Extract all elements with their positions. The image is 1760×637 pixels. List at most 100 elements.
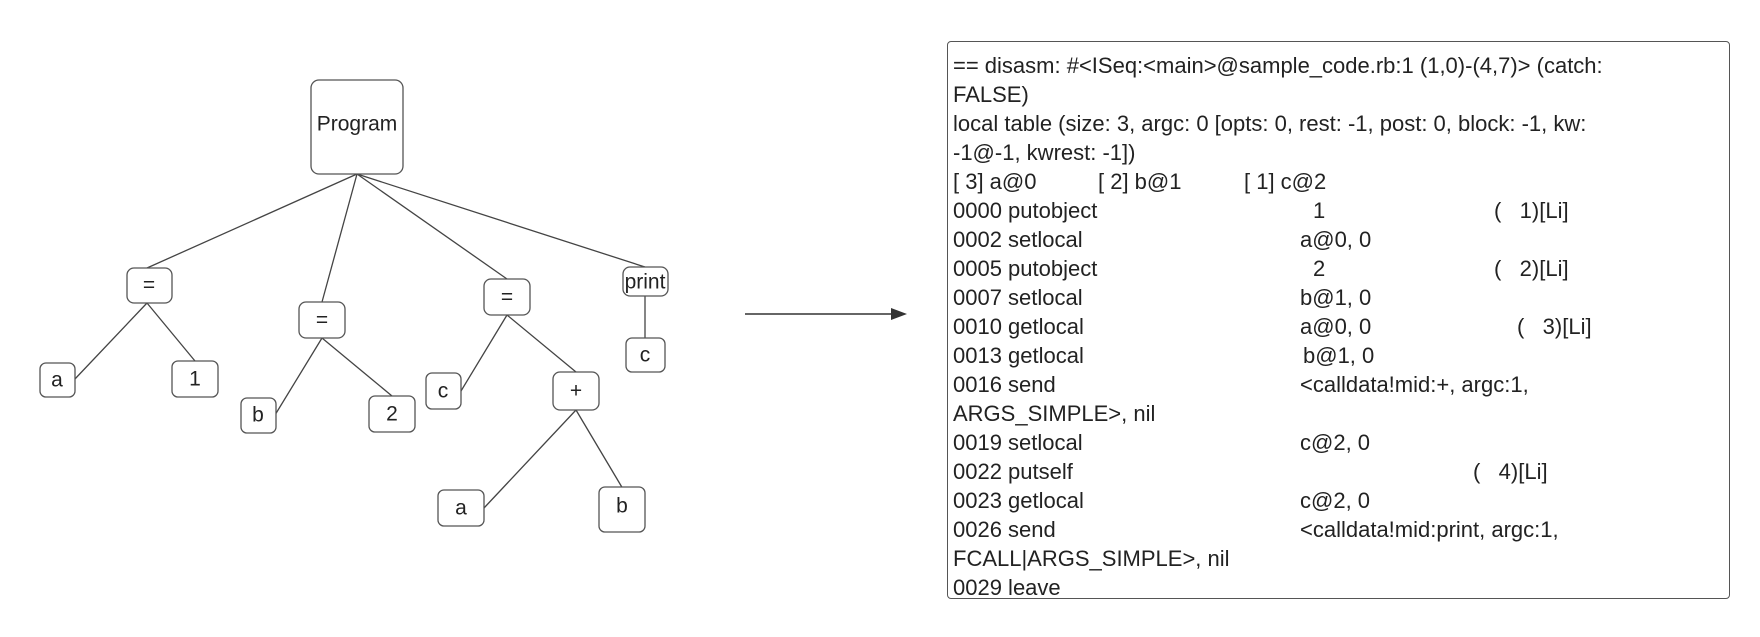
label-assign1: = xyxy=(143,274,155,297)
label-a1: a xyxy=(51,369,63,392)
instruction-arg: <calldata!mid:print, argc:1, xyxy=(1300,517,1559,542)
instruction-arg: a@0, 0 xyxy=(1300,314,1372,339)
disasm-line: FCALL|ARGS_SIMPLE>, nil xyxy=(953,544,1729,573)
instruction-op: 0005 putobject xyxy=(953,256,1098,281)
instruction-op: 0023 getlocal xyxy=(953,488,1084,513)
disasm-line: [ 3] a@0 [ 2] b@1 [ 1] c@2 xyxy=(953,167,1729,196)
disasm-line: 0019 setlocal c@2, 0 xyxy=(953,428,1729,457)
tree-edges xyxy=(73,173,646,509)
instruction-line: ( 3)[Li] xyxy=(1517,314,1592,339)
edge-assign1-a xyxy=(73,302,148,381)
node-two xyxy=(368,395,416,433)
label-print: print xyxy=(625,271,666,294)
disasm-line: 0010 getlocal a@0, 0 ( 3)[Li] xyxy=(953,312,1729,341)
instruction-op: 0013 getlocal xyxy=(953,343,1084,368)
edge-program-print xyxy=(356,173,646,268)
label-c2: c xyxy=(640,344,651,367)
instruction-arg: 1 xyxy=(1313,198,1326,223)
instruction-arg: c@2, 0 xyxy=(1300,430,1371,455)
disasm-line: -1@-1, kwrest: -1]) xyxy=(953,138,1729,167)
label-c1: c xyxy=(438,380,449,403)
node-program xyxy=(310,79,404,175)
instruction-op: 0000 putobject xyxy=(953,198,1098,223)
node-b2 xyxy=(598,486,646,533)
node-a2 xyxy=(437,489,485,527)
node-print xyxy=(622,266,669,297)
node-c2 xyxy=(625,337,666,373)
disasm-text: == disasm: #<ISeq:<main>@sample_code.rb:… xyxy=(953,53,1603,78)
instruction-line: ( 2)[Li] xyxy=(1494,256,1569,281)
node-assign2 xyxy=(298,301,346,339)
tree-nodes xyxy=(39,79,669,533)
label-plus: + xyxy=(570,380,582,403)
instruction-arg: <calldata!mid:+, argc:1, xyxy=(1300,372,1529,397)
local-entry: [ 2] b@1 xyxy=(1098,169,1182,194)
disasm-line: 0029 leave xyxy=(953,573,1729,599)
label-assign3: = xyxy=(501,286,513,309)
instruction-op: 0022 putself xyxy=(953,459,1073,484)
disasm-text: local table (size: 3, argc: 0 [opts: 0, … xyxy=(953,111,1587,136)
disasm-line: 0022 putself ( 4)[Li] xyxy=(953,457,1729,486)
edge-assign2-2 xyxy=(321,337,393,397)
edge-program-assign1 xyxy=(146,173,358,269)
disasm-line: 0016 send <calldata!mid:+, argc:1, xyxy=(953,370,1729,399)
instruction-line: ( 1)[Li] xyxy=(1494,198,1569,223)
instruction-op: 0026 send xyxy=(953,517,1056,542)
disasm-line: FALSE) xyxy=(953,80,1729,109)
node-c1 xyxy=(425,372,462,410)
disasm-text: FALSE) xyxy=(953,82,1029,107)
disasm-line: 0023 getlocal c@2, 0 xyxy=(953,486,1729,515)
edge-program-assign2 xyxy=(321,173,358,303)
instruction-arg: a@0, 0 xyxy=(1300,227,1372,252)
instruction-line: ( 4)[Li] xyxy=(1473,459,1548,484)
instruction-arg: b@1, 0 xyxy=(1300,285,1372,310)
instruction-arg: b@1, 0 xyxy=(1303,343,1375,368)
local-entry: [ 1] c@2 xyxy=(1244,169,1327,194)
node-plus xyxy=(552,371,600,411)
disasm-line: == disasm: #<ISeq:<main>@sample_code.rb:… xyxy=(953,51,1729,80)
edge-assign3-c xyxy=(460,314,508,392)
disasm-line: 0005 putobject 2 ( 2)[Li] xyxy=(953,254,1729,283)
label-program: Program xyxy=(317,113,398,136)
disasm-line: ARGS_SIMPLE>, nil xyxy=(953,399,1729,428)
label-two: 2 xyxy=(386,403,398,426)
instruction-arg: c@2, 0 xyxy=(1300,488,1371,513)
instruction-op: 0007 setlocal xyxy=(953,285,1083,310)
label-one: 1 xyxy=(189,368,201,391)
instruction-op: 0019 setlocal xyxy=(953,430,1083,455)
label-a2: a xyxy=(455,497,467,520)
disasm-text: -1@-1, kwrest: -1]) xyxy=(953,140,1136,165)
arrow xyxy=(745,308,907,320)
disasm-line: local table (size: 3, argc: 0 [opts: 0, … xyxy=(953,109,1729,138)
instruction-op: 0002 setlocal xyxy=(953,227,1083,252)
edge-assign1-1 xyxy=(146,302,196,362)
disasm-line: 0013 getlocal b@1, 0 xyxy=(953,341,1729,370)
disasm-text: ARGS_SIMPLE>, nil xyxy=(953,401,1156,426)
disasm-line: 0000 putobject 1 ( 1)[Li] xyxy=(953,196,1729,225)
node-b1 xyxy=(240,397,277,434)
label-b1: b xyxy=(252,404,264,427)
edge-plus-a xyxy=(483,409,577,509)
instruction-op: 0016 send xyxy=(953,372,1056,397)
arrow-head xyxy=(891,308,907,320)
node-assign1 xyxy=(126,267,173,304)
edge-assign2-b xyxy=(274,337,323,416)
disasm-text: FCALL|ARGS_SIMPLE>, nil xyxy=(953,546,1230,571)
edge-program-assign3 xyxy=(356,173,508,280)
edge-plus-b xyxy=(575,409,624,490)
instruction-op: 0010 getlocal xyxy=(953,314,1084,339)
label-assign2: = xyxy=(316,309,328,332)
node-assign3 xyxy=(483,278,531,316)
disasm-output: == disasm: #<ISeq:<main>@sample_code.rb:… xyxy=(947,41,1730,599)
disasm-line: 0007 setlocal b@1, 0 xyxy=(953,283,1729,312)
instruction-arg: 2 xyxy=(1313,256,1326,281)
disasm-line: 0002 setlocal a@0, 0 xyxy=(953,225,1729,254)
label-b2: b xyxy=(616,495,628,518)
node-one xyxy=(171,360,219,398)
tree-labels: Program = a 1 = b 2 = c + a b print c xyxy=(51,113,665,520)
disasm-line: 0026 send <calldata!mid:print, argc:1, xyxy=(953,515,1729,544)
instruction-op: 0029 leave xyxy=(953,575,1061,599)
edge-assign3-plus xyxy=(506,314,577,373)
local-entry: [ 3] a@0 xyxy=(953,169,1037,194)
